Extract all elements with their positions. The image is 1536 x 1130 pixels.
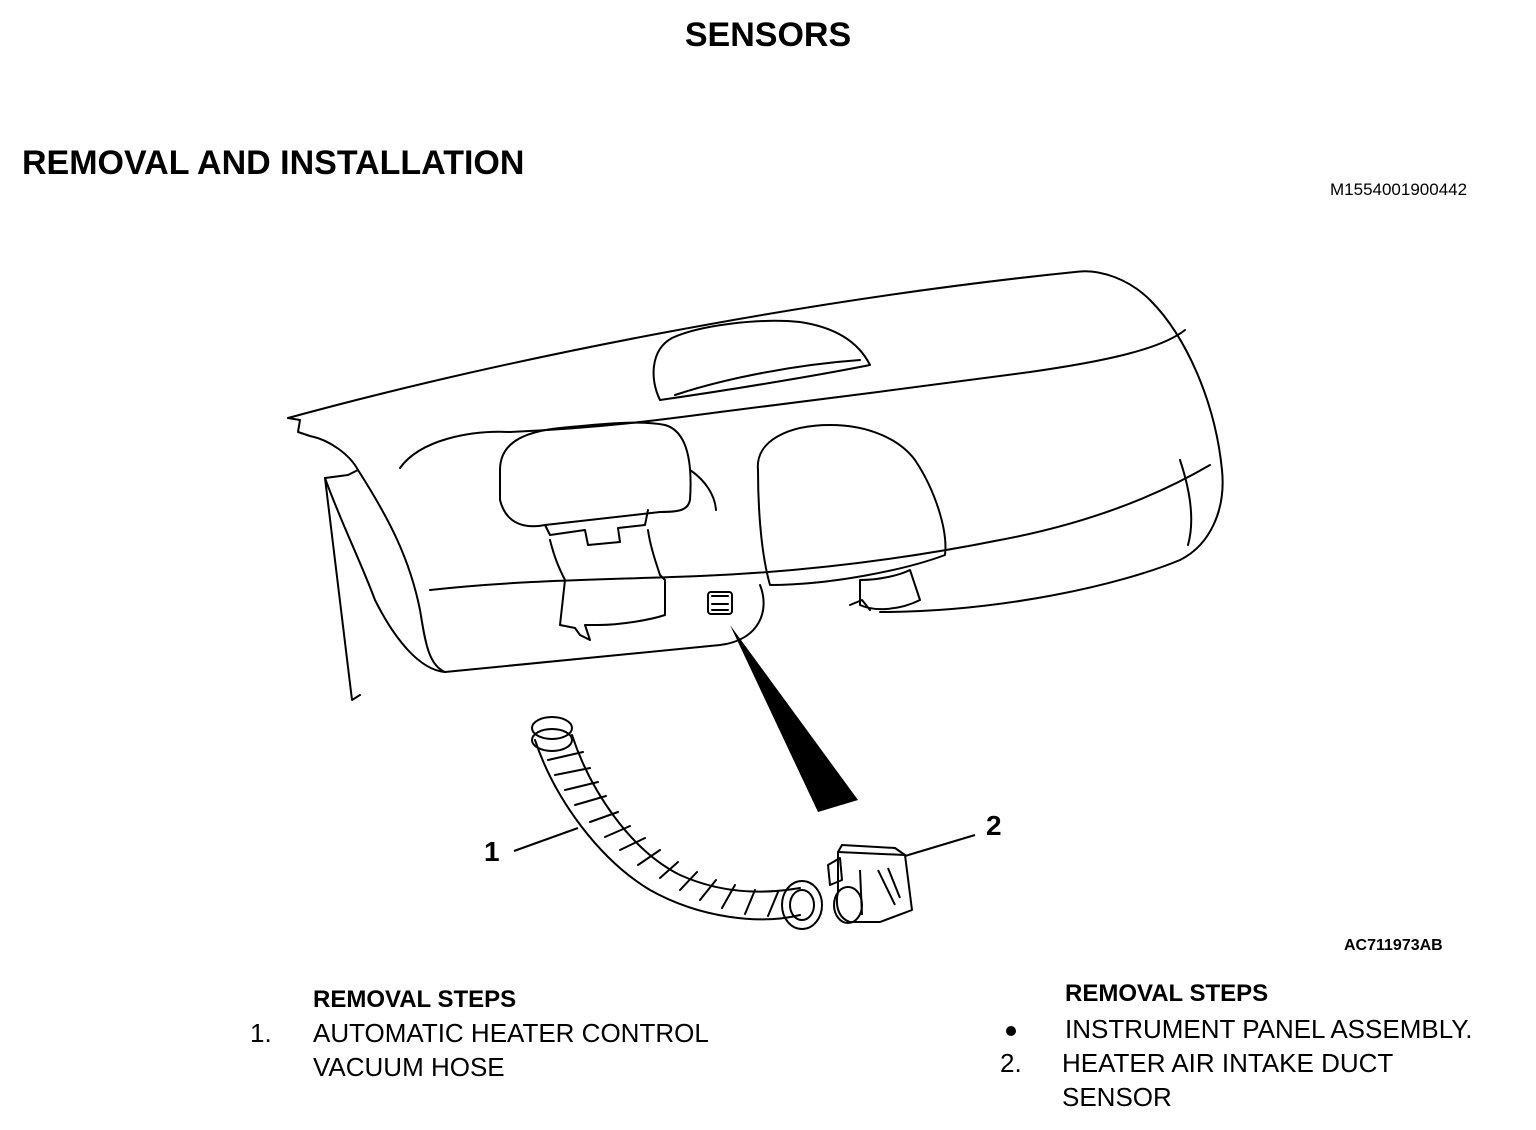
defroster-hood (652, 319, 871, 401)
right-steps-title: REMOVAL STEPS (1065, 980, 1269, 1007)
vacuum-hose (534, 739, 801, 921)
hose-end-bottom (781, 880, 823, 930)
dashboard-left-end (287, 417, 361, 701)
panel-sensor (707, 591, 733, 615)
hose-end-top (531, 716, 573, 740)
callout-2-leader (904, 834, 976, 857)
left-step-1-line-1: AUTOMATIC HEATER CONTROL (313, 1018, 709, 1048)
callout-1-label: 1 (484, 836, 500, 867)
page-title: SENSORS (684, 16, 852, 54)
callout-2-label: 2 (986, 810, 1002, 841)
dashboard-bottom-edge (444, 584, 765, 673)
cluster-hood (499, 421, 692, 528)
document-id: M1554001900442 (1330, 180, 1468, 199)
detail-pointer (730, 625, 858, 812)
right-step-2-line-1: HEATER AIR INTAKE DUCT (1062, 1048, 1394, 1078)
section-heading: REMOVAL AND INSTALLATION (22, 144, 525, 182)
left-end-inner (324, 477, 446, 673)
left-step-1-line-2: VACUUM HOSE (313, 1052, 505, 1082)
cluster-bracket (544, 509, 649, 546)
dashboard-front-contour (399, 329, 1186, 469)
dashboard-top-edge (287, 270, 1224, 613)
right-step-2-marker: 2. (1000, 1048, 1022, 1078)
left-step-1-marker: 1. (250, 1018, 272, 1048)
dashboard-lower-contour (429, 464, 1211, 591)
column-opening (549, 529, 666, 641)
bullet-icon (1006, 1026, 1016, 1036)
left-steps-title: REMOVAL STEPS (313, 986, 517, 1013)
left-end-curve (357, 469, 446, 673)
figure-id: AC711973AB (1344, 937, 1443, 954)
right-step-bullet-line-1: INSTRUMENT PANEL ASSEMBLY. (1065, 1014, 1473, 1044)
glovebox-lid (756, 424, 947, 586)
right-step-2-line-2: SENSOR (1062, 1082, 1172, 1112)
glovebox-lower (859, 569, 921, 611)
callout-1-leader (513, 827, 579, 852)
